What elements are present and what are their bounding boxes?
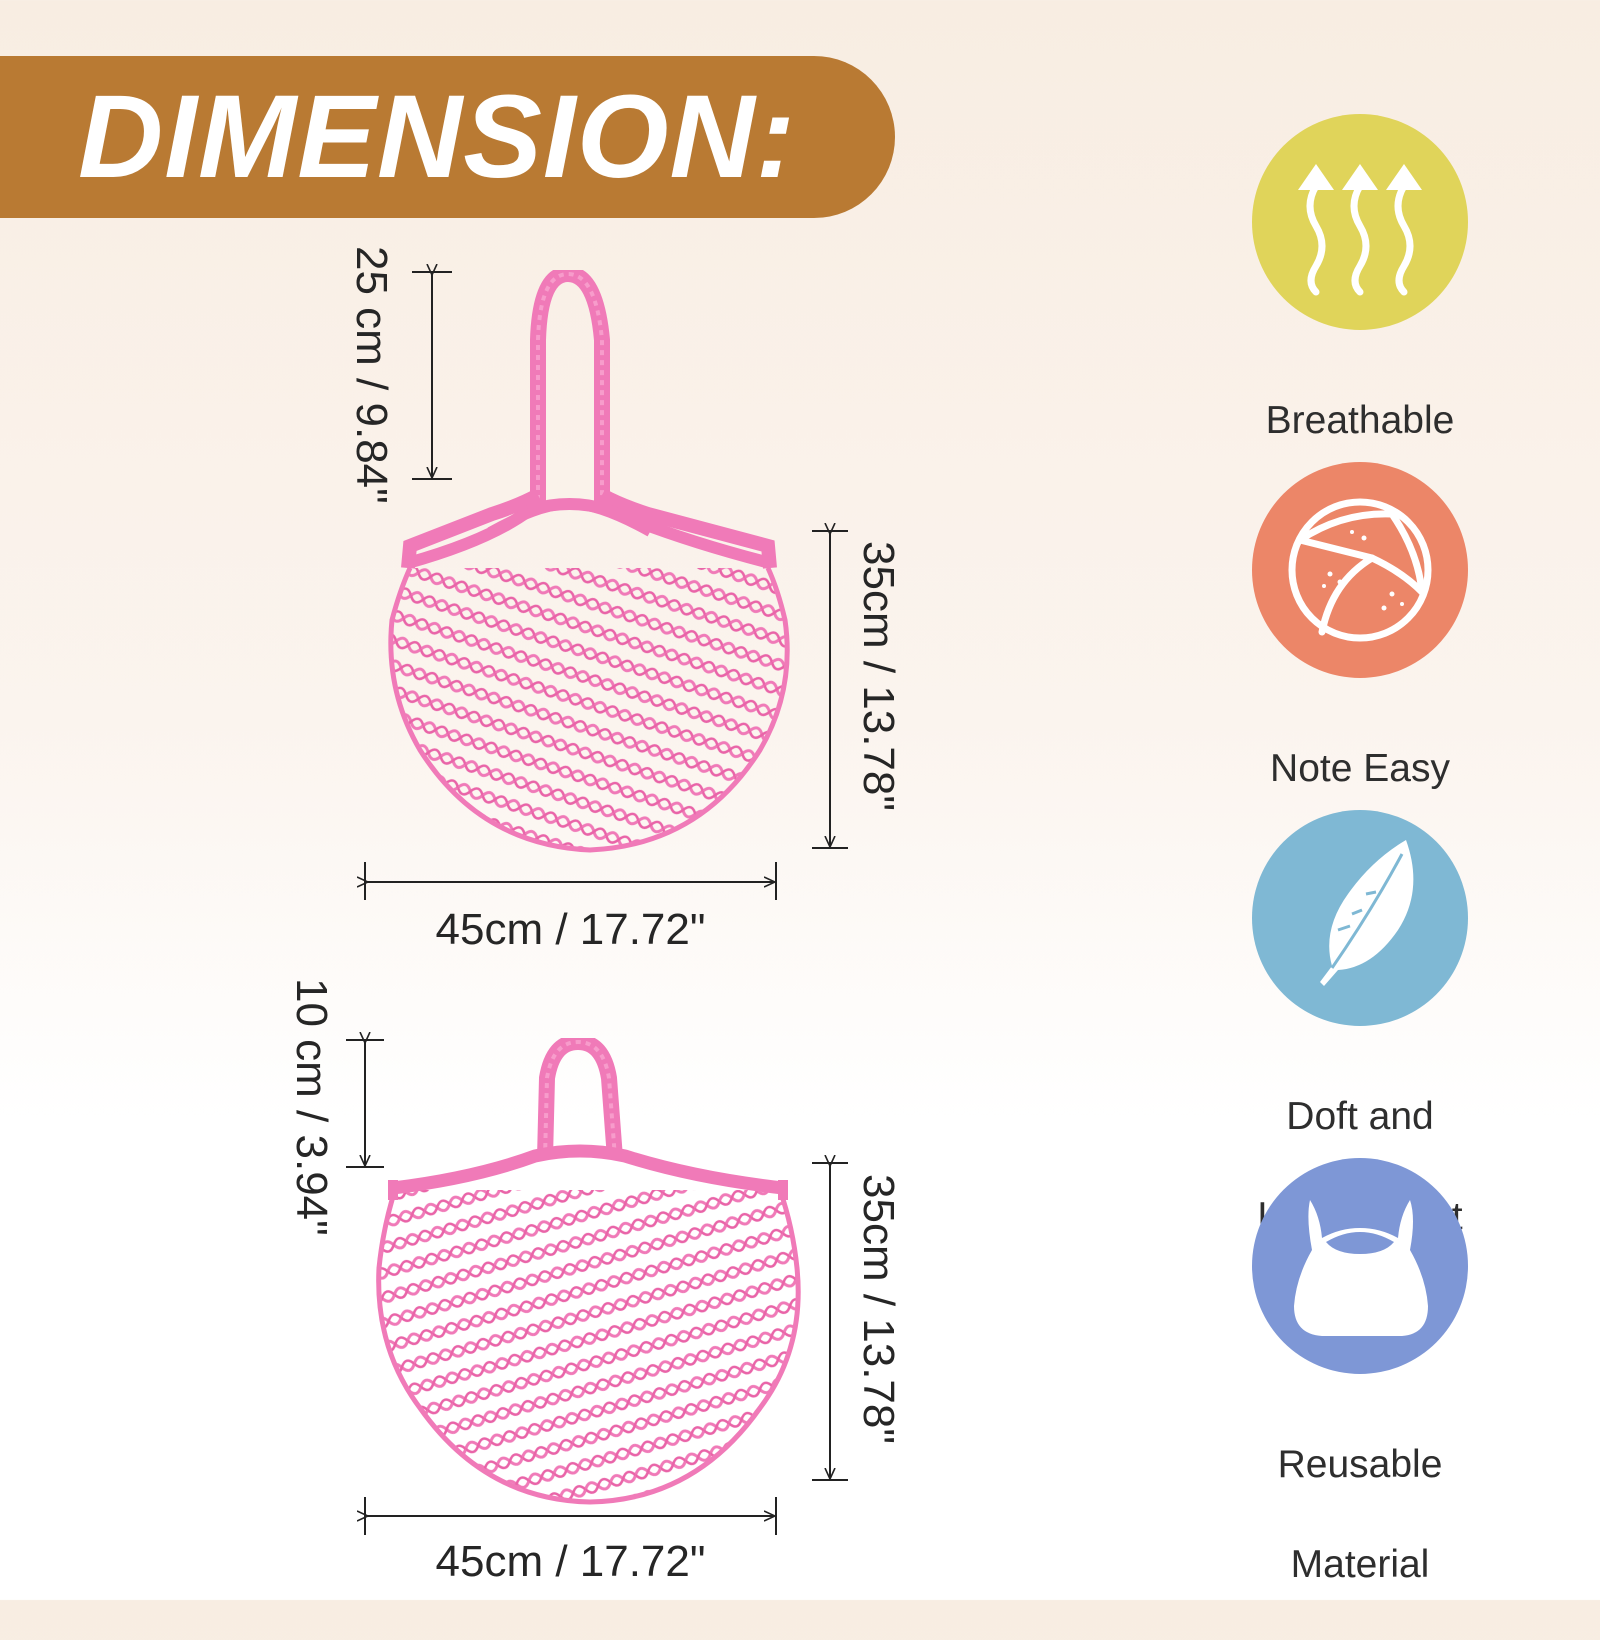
bottom-bag-handle-dimension: 10 cm / 3.94" bbox=[287, 978, 336, 1236]
feather-icon bbox=[1320, 840, 1414, 986]
mesh-bag-short-handle bbox=[376, 1038, 801, 1505]
top-bag-handle-dimension: 25 cm / 9.84" bbox=[347, 246, 396, 504]
bottom-bag-width-dimension: 45cm / 17.72" bbox=[435, 1537, 706, 1586]
title-banner bbox=[0, 56, 895, 218]
pill-badge bbox=[1252, 462, 1468, 678]
reusable-badge bbox=[1252, 1158, 1468, 1374]
feature-label-line2: Material bbox=[1290, 1543, 1430, 1586]
bottom-bag-height-dimension: 35cm / 13.78" bbox=[854, 1174, 903, 1444]
feature-label-line1: Doft and bbox=[1286, 1095, 1434, 1138]
shopping-bag-icon bbox=[1294, 1200, 1428, 1336]
airflow-arrows-icon bbox=[1298, 164, 1422, 296]
mesh-bag-long-handle bbox=[388, 270, 790, 853]
dimension-arrows bbox=[346, 0, 848, 1535]
top-bag-width-dimension: 45cm / 17.72" bbox=[435, 905, 706, 954]
lightweight-badge bbox=[1252, 810, 1468, 1026]
feature-label-line1: Breathable bbox=[1265, 399, 1455, 442]
top-bag-height-dimension: 35cm / 13.78" bbox=[854, 541, 903, 811]
banner-title: DIMENSION: bbox=[78, 71, 796, 203]
feature-label-line1: Reusable bbox=[1277, 1443, 1443, 1486]
feature-reusable: Reusable Material bbox=[1220, 1158, 1500, 1640]
breathable-badge bbox=[1252, 114, 1468, 330]
ball-icon bbox=[1288, 498, 1432, 642]
feature-label-line1: Note Easy bbox=[1270, 747, 1450, 790]
